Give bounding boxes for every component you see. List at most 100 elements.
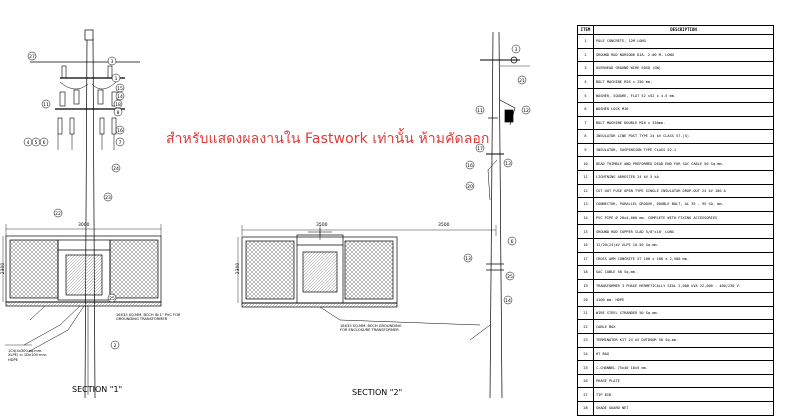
table-cell-item: 6: [577, 101, 594, 117]
svg-text:14: 14: [117, 94, 123, 100]
table-cell-item: 10: [577, 156, 594, 171]
table-cell-item: 1: [577, 34, 594, 49]
table-cell-description: GROUND ROD COPPER CLAD 5/8"x10' LONG: [593, 224, 774, 239]
dim-s1-height: 2300: [1, 262, 7, 275]
table-cell-description: C-CHANNEL 75x40 18x5 mm.: [593, 360, 774, 375]
table-cell-item: 24: [577, 346, 594, 362]
table-cell-description: SAC CABLE 50 Sq.mm.: [593, 265, 774, 280]
table-cell-description: WIRE STEEL STRANDED 50 Sq.mm.: [593, 305, 774, 321]
svg-text:24: 24: [113, 166, 119, 172]
table-cell-description: 12/20(24)kV XLPE 10-50 Sq.mm.: [593, 237, 774, 253]
table-cell-item: 11: [577, 169, 594, 185]
svg-text:17: 17: [477, 146, 483, 152]
table-cell-description: CABLE BOX: [593, 319, 774, 335]
svg-text:7: 7: [119, 140, 122, 146]
table-cell-item: 26: [577, 373, 594, 389]
table-cell-description: LIGHTNING ARRESTER 24 kV 5 kA: [593, 169, 774, 185]
insulators: [57, 65, 118, 135]
table-cell-item: 18: [577, 265, 594, 280]
svg-text:13: 13: [465, 256, 471, 262]
table-cell-item: 7: [577, 115, 594, 131]
section-1-drawing: [2, 29, 162, 399]
section-1-title: SECTION "1": [72, 385, 123, 394]
table-cell-description: BOLT MACHINE DOUBLE M16 x 330mm.: [593, 115, 774, 131]
svg-text:3: 3: [111, 59, 114, 65]
dim-s2-left: 3500: [316, 223, 328, 228]
table-cell-item: 16: [577, 237, 594, 253]
table-cell-description: POLE CONCRETE, 12M LONG: [593, 34, 774, 49]
table-cell-description: CROSS ARM CONCRETE XT 100 x 100 x 2,500 …: [593, 251, 774, 267]
table-cell-item: 8: [577, 129, 594, 144]
section-2-title: SECTION "2": [352, 388, 403, 397]
svg-text:23: 23: [105, 195, 111, 201]
table-cell-item: 13: [577, 197, 594, 212]
table-cell-item: 23: [577, 333, 594, 348]
table-cell-item: 4: [577, 74, 594, 90]
section-1-callouts: [23, 51, 125, 350]
section-2-drawing: [237, 31, 530, 399]
table-cell-description: 4100 mm. HDPE: [593, 292, 774, 307]
table-cell-description: SHADE GUARD NET: [593, 401, 774, 416]
table-cell-item: 2: [577, 47, 594, 63]
table-cell-item: 19: [577, 278, 594, 294]
table-cell-description: HT BAG: [593, 346, 774, 362]
svg-text:5: 5: [35, 140, 38, 146]
table-cell-item: 15: [577, 224, 594, 239]
svg-text:6: 6: [511, 239, 514, 245]
table-cell-description: OVERHEAD GROUND WIRE 50SQ (GW): [593, 61, 774, 76]
svg-text:16: 16: [117, 128, 123, 134]
table-header-item: ITEM: [577, 25, 594, 35]
table-cell-item: 9: [577, 142, 594, 158]
dim-s1-top: 3000: [78, 223, 90, 228]
table-cell-description: CUT OUT FUSE OPEN TYPE SINGLE INSULATOR …: [593, 183, 774, 199]
table-cell-item: 21: [577, 305, 594, 321]
watermark-text: สำหรับแสดงผลงานใน Fastwork เท่านั้น ห้าม…: [166, 131, 490, 147]
table-cell-description: INSULATOR, SUSPENSION TYPE CLASS 52-1: [593, 142, 774, 158]
table-cell-item: 25: [577, 360, 594, 375]
svg-text:16: 16: [467, 163, 473, 169]
table-cell-description: TERMINATOR KIT 24 kV OUTDOOR 50 Sq.mm.: [593, 333, 774, 348]
svg-text:2: 2: [114, 343, 117, 349]
section-2-pole: [489, 31, 503, 399]
table-cell-description: TRANSFORMER 3 PHASE HERMETICALLY SEAL 2,…: [593, 278, 774, 294]
svg-text:15: 15: [117, 86, 123, 92]
svg-text:22: 22: [55, 211, 61, 217]
s2-ground-note: 16X35 SQ.MM. BCCH GROUNDING FOR ENCLOSUR…: [340, 324, 402, 333]
svg-text:18: 18: [115, 102, 121, 108]
table-cell-description: GROUND ROD NORSOD6 DIA. 2.00 M. LONG: [593, 47, 774, 63]
table-cell-description: INSULATOR LINE POST TYPE 24 kV CLASS 57-…: [593, 129, 774, 144]
svg-text:25: 25: [109, 296, 115, 302]
table-cell-item: 17: [577, 251, 594, 267]
svg-text:27: 27: [29, 54, 35, 60]
table-cell-description: BOLT MACHINE M16 x 250 mm.: [593, 74, 774, 90]
table-cell-item: 22: [577, 319, 594, 335]
table-cell-item: 28: [577, 401, 594, 416]
svg-text:11: 11: [477, 108, 483, 114]
svg-text:12: 12: [523, 108, 529, 114]
table-cell-description: WASHER LOCK M16: [593, 101, 774, 117]
table-cell-description: PHASE PLATE: [593, 373, 774, 389]
svg-text:25: 25: [507, 274, 513, 280]
